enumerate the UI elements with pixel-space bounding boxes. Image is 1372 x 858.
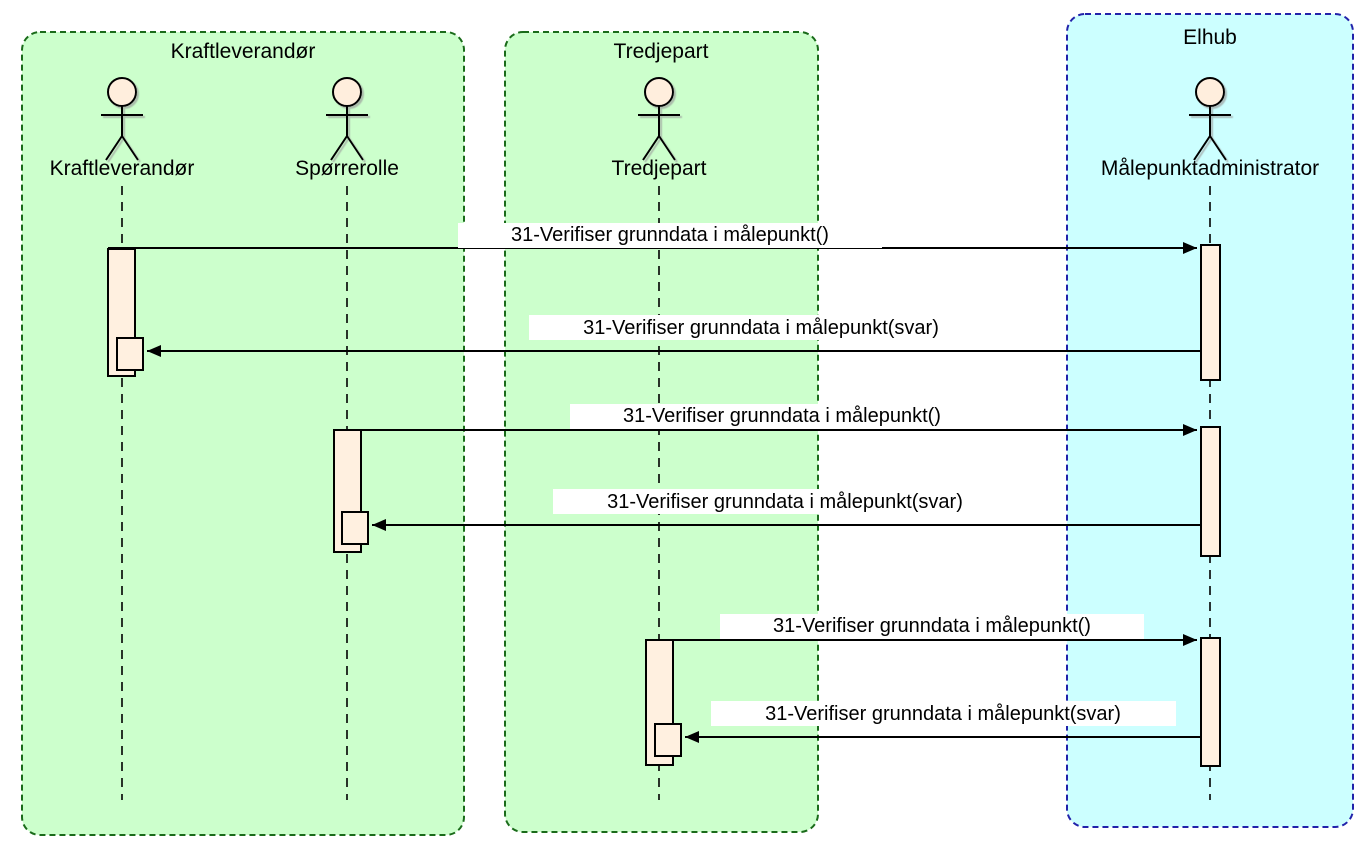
message-1-label-bg <box>458 223 882 248</box>
message-2-label: 31-Verifiser grunndata i målepunkt(svar) <box>583 317 939 339</box>
message-4[interactable]: 31-Verifiser grunndata i målepunkt(svar) <box>372 489 1201 531</box>
activation-bar-malepunktadministrator-3[interactable] <box>1200 637 1221 767</box>
message-3-label-bg <box>570 404 994 429</box>
partition-elhub-title: Elhub <box>1183 26 1237 49</box>
message-2-label-bg <box>529 315 994 340</box>
message-4-label-bg <box>553 489 1018 514</box>
partition-tredjepart-title: Tredjepart <box>614 40 709 63</box>
actor-icon <box>101 77 143 161</box>
actor-label-malepunktadministrator: Målepunktadministrator <box>1101 157 1319 180</box>
actor-icon <box>638 77 680 161</box>
activation-return-kraftleverandor[interactable] <box>116 337 144 371</box>
partition-kraftleverandor-title: Kraftleverandør <box>171 40 316 63</box>
actor-icon <box>326 77 368 161</box>
message-5-label-bg <box>720 614 1144 639</box>
message-1-label: 31-Verifiser grunndata i målepunkt() <box>511 224 829 246</box>
activation-bar-malepunktadministrator-2[interactable] <box>1200 426 1221 557</box>
message-6[interactable]: 31-Verifiser grunndata i målepunkt(svar) <box>685 701 1201 743</box>
message-5-label: 31-Verifiser grunndata i målepunkt() <box>773 615 1091 637</box>
message-3-label: 31-Verifiser grunndata i målepunkt() <box>623 405 941 427</box>
message-1[interactable]: 31-Verifiser grunndata i målepunkt() <box>108 223 1197 254</box>
message-6-label: 31-Verifiser grunndata i målepunkt(svar) <box>765 703 1121 725</box>
activation-return-sporrerolle[interactable] <box>341 511 369 545</box>
actor-label-sporrerolle: Spørrerolle <box>295 157 399 180</box>
actor-icon <box>1189 77 1231 161</box>
actor-label-tredjepart: Tredjepart <box>612 157 707 180</box>
messages-group: 31-Verifiser grunndata i målepunkt() 31-… <box>108 223 1201 757</box>
message-6-label-bg <box>711 701 1176 726</box>
actor-label-kraftleverandor: Kraftleverandør <box>50 157 195 180</box>
activation-return-tredjepart[interactable] <box>654 723 682 757</box>
activation-bar-malepunktadministrator-1[interactable] <box>1200 244 1221 381</box>
message-5[interactable]: 31-Verifiser grunndata i målepunkt() <box>646 614 1197 646</box>
message-4-label: 31-Verifiser grunndata i målepunkt(svar) <box>607 491 963 513</box>
partition-kraftleverandor-rect <box>21 31 465 836</box>
partition-kraftleverandor[interactable]: Kraftleverandør <box>21 31 465 836</box>
message-3[interactable]: 31-Verifiser grunndata i målepunkt() <box>334 404 1197 436</box>
message-2[interactable]: 31-Verifiser grunndata i målepunkt(svar) <box>147 315 1201 357</box>
lifeline-malepunktadministrator[interactable]: Målepunktadministrator <box>1101 77 1319 800</box>
